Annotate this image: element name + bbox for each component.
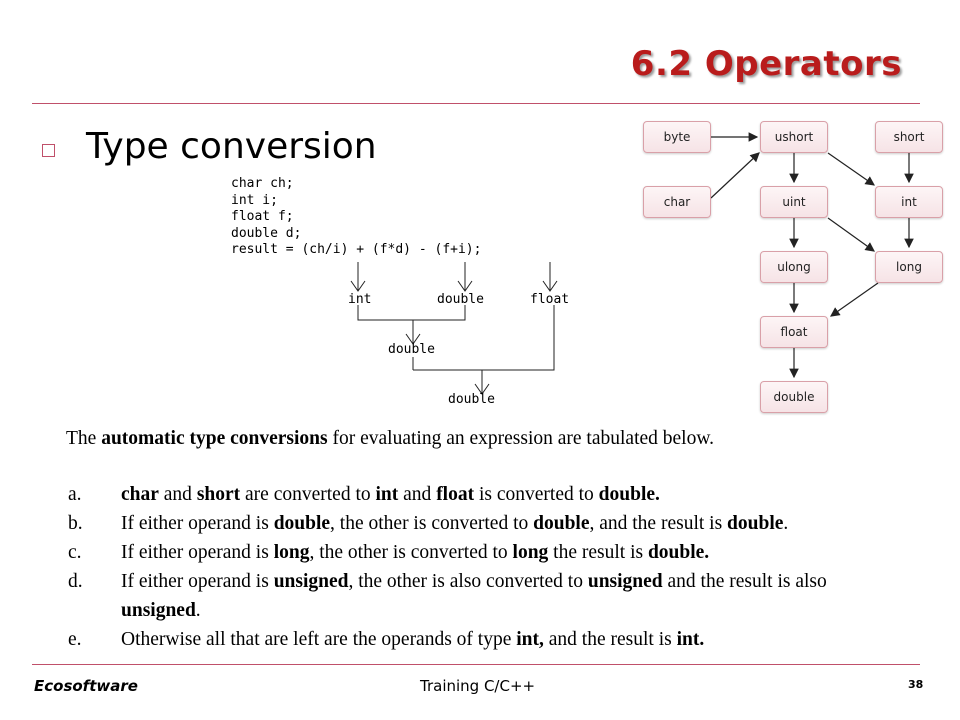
rule-bold: long: [273, 542, 310, 563]
rule-bold: long: [512, 542, 549, 563]
rule-text: , the other is converted to: [309, 542, 513, 563]
flow-node-ulong: ulong: [760, 251, 828, 283]
rule-text: , and the result is: [589, 513, 728, 534]
rule-text: is converted to: [474, 484, 599, 505]
rule-letter: b.: [68, 513, 83, 534]
result-type-float: float: [530, 292, 570, 307]
page-number: 38: [908, 678, 924, 691]
intro-text: The: [66, 428, 102, 449]
code-line: result = (ch/i) + (f*d) - (f+i);: [231, 242, 482, 258]
code-line: int i;: [231, 192, 278, 208]
flow-node-char: char: [643, 186, 711, 218]
flow-node-uint: uint: [760, 186, 828, 218]
rules-intro: The automatic type conversions for evalu…: [66, 428, 936, 450]
result-type-double: double: [437, 292, 484, 307]
title-divider: [32, 103, 920, 104]
flow-node-double: double: [760, 381, 828, 413]
rule-bold: float: [436, 484, 475, 505]
rule-text: Otherwise all that are left are the oper…: [121, 629, 517, 650]
flow-node-ushort: ushort: [760, 121, 828, 153]
rule-bold: unsigned: [587, 571, 663, 592]
rule-bold: double.: [598, 484, 660, 505]
code-line: double d;: [231, 225, 302, 241]
rule-text: and: [398, 484, 437, 505]
rule-text: the result is: [548, 542, 648, 563]
rule-text: and: [158, 484, 197, 505]
code-line: char ch;: [231, 176, 294, 191]
rule-text: and the result is also: [662, 571, 827, 592]
rule-text: and the result is: [543, 629, 677, 650]
rule-bold: unsigned: [121, 600, 196, 621]
rule-text: , the other is also converted to: [348, 571, 588, 592]
rule-bold: char: [121, 484, 159, 505]
rule-bold: int,: [516, 629, 544, 650]
result-type-double-final: double: [448, 392, 495, 407]
result-type-double: double: [388, 342, 435, 357]
rule-bold: double: [727, 513, 784, 534]
rule-text: If either operand is: [121, 542, 274, 563]
flow-node-byte: byte: [643, 121, 711, 153]
footer-divider: [32, 664, 920, 665]
rule-letter: a.: [68, 484, 82, 505]
rule-text: If either operand is: [121, 513, 274, 534]
rule-letter: d.: [68, 571, 83, 592]
result-type-int: int: [348, 292, 372, 307]
rule-bold: double: [533, 513, 590, 534]
bullet-heading: Type conversion: [86, 126, 377, 167]
footer-course: Training C/C++: [420, 677, 536, 695]
rule-bold: short: [196, 484, 241, 505]
flow-node-float: float: [760, 316, 828, 348]
intro-text: for evaluating an expression are tabulat…: [327, 428, 715, 449]
rule-bold: double.: [647, 542, 710, 563]
intro-bold: automatic type conversions: [101, 428, 328, 449]
rule-bold: double: [273, 513, 331, 534]
flow-node-short: short: [875, 121, 943, 153]
rule-text: .: [195, 600, 201, 621]
flow-node-int: int: [875, 186, 943, 218]
rule-bold: int: [375, 484, 399, 505]
rule-letter: c.: [68, 542, 82, 563]
slide-title: 6.2 Operators: [630, 44, 902, 84]
rule-text: .: [783, 513, 789, 534]
footer-company: Ecosoftware: [34, 677, 138, 695]
code-line: float f;: [231, 209, 294, 225]
rule-bold: unsigned: [273, 571, 349, 592]
rule-text: If either operand is: [121, 571, 274, 592]
rule-letter: e.: [68, 629, 82, 650]
rule-text: are converted to: [240, 484, 376, 505]
rule-bold: int.: [676, 629, 705, 650]
flow-node-long: long: [875, 251, 943, 283]
rule-text: , the other is converted to: [330, 513, 534, 534]
square-bullet-icon: [42, 144, 55, 157]
